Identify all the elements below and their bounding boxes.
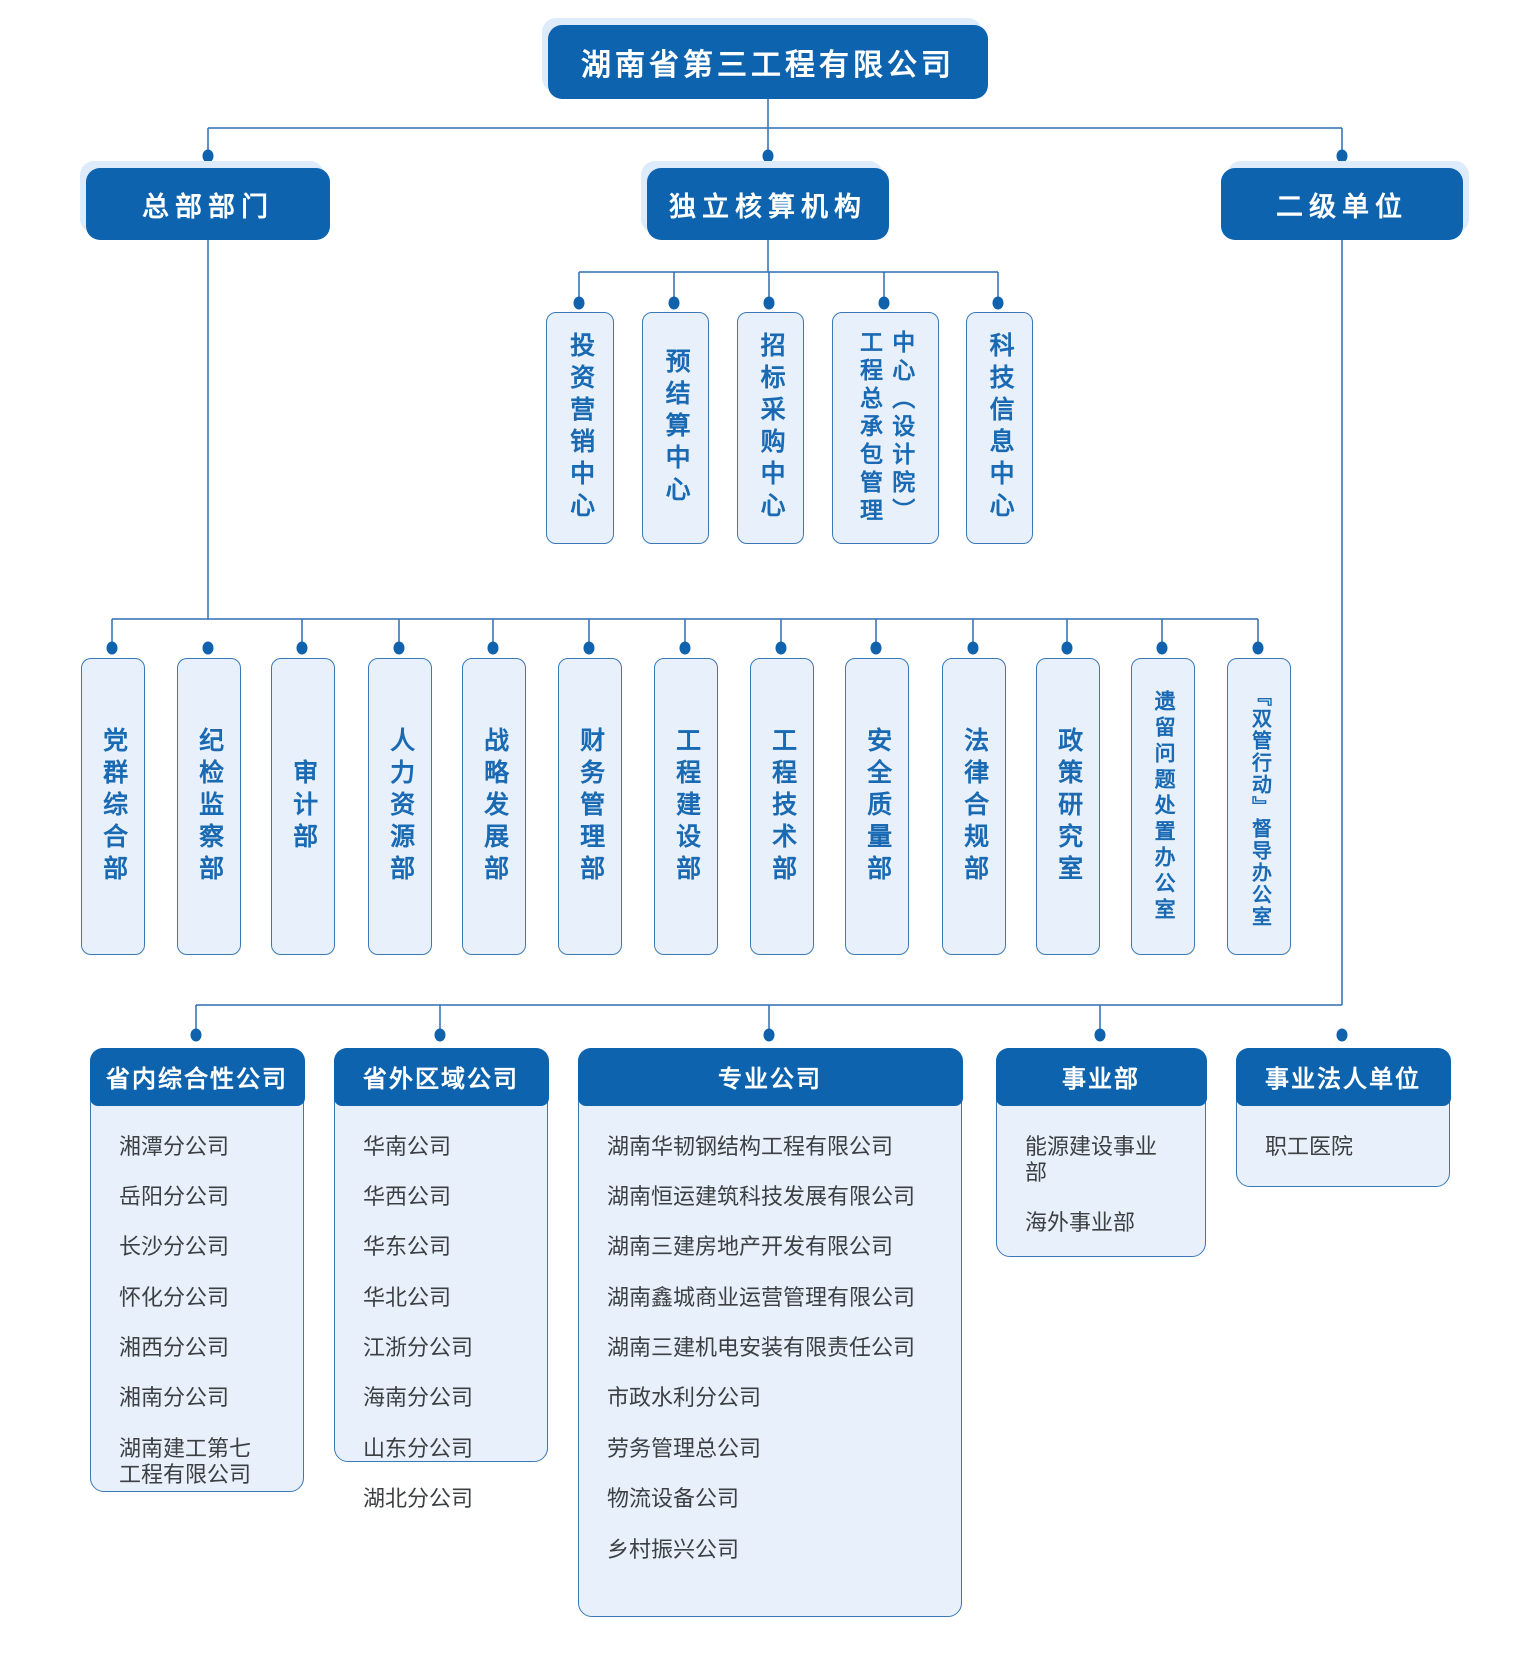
hq-department-box: 安全质量部 [845,658,909,955]
group-item: 能源建设事业部 [1025,1133,1158,1185]
hq-department-box: 『双管行动』督导办公室 [1227,658,1291,955]
group-item-list: 湘潭分公司 岳阳分公司 长沙分公司 怀化分公司 湘西分公司 湘南分公司 湖南建工… [91,1106,303,1509]
group-title: 省外区域公司 [363,1066,519,1093]
group-item: 市政水利分公司 [607,1385,762,1411]
group-card-header: 事业法人单位 [1235,1047,1451,1106]
group-item-list: 华南公司 华西公司 华东公司 华北公司 江浙分公司 海南分公司 山东分公司 湖北… [335,1106,547,1533]
group-item: 湖南鑫城商业运营管理有限公司 [607,1284,916,1310]
group-item: 华东公司 [363,1234,452,1260]
hq-department-label: 人力资源部 [386,726,415,887]
company-root-label: 湖南省第三工程有限公司 [581,49,955,82]
group-card-header: 事业部 [995,1047,1207,1106]
independent-unit-label: 预结算中心 [662,348,691,508]
hq-department-box: 财务管理部 [558,658,622,955]
group-card-regional: 省外区域公司 华南公司 华西公司 华东公司 华北公司 江浙分公司 海南分公司 山… [333,1047,549,1511]
branch-independent-accounting-label: 独立核算机构 [669,191,867,222]
hq-department-box: 党群综合部 [81,658,145,955]
independent-unit-box: 工程总承包管理 中心（设计院） [832,312,939,544]
hq-department-label: 工程建设部 [672,726,701,887]
independent-unit-box: 招标采购中心 [737,312,804,544]
group-item: 湖南三建机电安装有限责任公司 [607,1335,916,1361]
group-card-provincial: 省内综合性公司 湘潭分公司 岳阳分公司 长沙分公司 怀化分公司 湘西分公司 湘南… [89,1047,305,1492]
hq-department-box: 工程技术部 [750,658,814,955]
group-title: 专业公司 [718,1066,822,1093]
hq-department-box: 遗留问题处置办公室 [1131,658,1195,955]
branch-headquarters-box: 总部部门 [86,168,330,240]
group-card-header: 省内综合性公司 [89,1047,305,1106]
junction-dots [106,149,1348,1042]
group-item: 华西公司 [363,1183,452,1209]
hq-department-box: 纪检监察部 [177,658,241,955]
group-item: 长沙分公司 [119,1234,230,1260]
group-item: 劳务管理总公司 [607,1435,762,1461]
group-item-list: 职工医院 [1237,1106,1449,1180]
group-item: 湖南三建房地产开发有限公司 [607,1234,894,1260]
group-item: 海外事业部 [1025,1210,1136,1236]
group-title: 省内综合性公司 [106,1066,288,1093]
group-item: 乡村振兴公司 [607,1536,740,1562]
hq-department-label: 战略发展部 [480,726,509,887]
hq-department-label: 党群综合部 [99,726,128,887]
group-item: 华北公司 [363,1284,452,1310]
group-title: 事业法人单位 [1265,1066,1421,1093]
hq-department-box: 审计部 [271,658,335,955]
group-item: 海南分公司 [363,1385,474,1411]
hq-department-box: 工程建设部 [654,658,718,955]
group-item: 岳阳分公司 [119,1183,230,1209]
group-item: 华南公司 [363,1133,452,1159]
group-card-business-divisions: 事业部 能源建设事业部 海外事业部 [995,1047,1207,1257]
group-item: 物流设备公司 [607,1486,740,1512]
group-item: 怀化分公司 [119,1284,230,1310]
hq-department-box: 人力资源部 [368,658,432,955]
branch-independent-accounting-box: 独立核算机构 [647,168,889,240]
group-item: 山东分公司 [363,1435,474,1461]
independent-unit-box: 预结算中心 [642,312,709,544]
independent-unit-box: 科技信息中心 [966,312,1033,544]
group-item: 职工医院 [1265,1133,1354,1159]
hq-department-label: 安全质量部 [863,726,892,887]
hq-department-label: 政策研究室 [1054,726,1083,887]
hq-department-label: 遗留问题处置办公室 [1152,689,1176,924]
group-card-header: 省外区域公司 [333,1047,549,1106]
group-item: 湖南恒运建筑科技发展有限公司 [607,1183,916,1209]
hq-department-label: 纪检监察部 [195,726,224,887]
hq-department-label: 『双管行动』督导办公室 [1248,685,1271,928]
branch-secondary-units-box: 二级单位 [1221,168,1463,240]
hq-department-label: 财务管理部 [576,726,605,887]
branch-headquarters-label: 总部部门 [142,191,274,222]
group-item: 湘西分公司 [119,1335,230,1361]
group-title: 事业部 [1062,1066,1140,1093]
independent-unit-label: 招标采购中心 [757,332,786,524]
group-card-header: 专业公司 [577,1047,963,1106]
group-item: 湖南华韧钢结构工程有限公司 [607,1133,894,1159]
group-item: 湘潭分公司 [119,1133,230,1159]
group-item-list: 能源建设事业部 海外事业部 [997,1106,1205,1257]
branch-secondary-units-label: 二级单位 [1276,191,1408,222]
hq-department-box: 政策研究室 [1036,658,1100,955]
company-root-box: 湖南省第三工程有限公司 [548,25,988,99]
group-item: 湖北分公司 [363,1486,474,1512]
independent-unit-box: 投资营销中心 [546,312,614,544]
independent-unit-label: 科技信息中心 [986,332,1015,524]
hq-department-label: 工程技术部 [768,726,797,887]
group-item: 湘南分公司 [119,1385,230,1411]
group-item: 江浙分公司 [363,1335,474,1361]
group-item-list: 湖南华韧钢结构工程有限公司 湖南恒运建筑科技发展有限公司 湖南三建房地产开发有限… [579,1106,961,1584]
hq-department-label: 审计部 [289,758,318,855]
independent-unit-label: 投资营销中心 [566,332,595,524]
group-item: 湖南建工第七 工程有限公司 [119,1435,252,1488]
hq-department-label: 法律合规部 [960,726,989,887]
independent-unit-label: 工程总承包管理 中心（设计院） [856,330,915,526]
hq-department-box: 战略发展部 [462,658,526,955]
group-card-specialized: 专业公司 湖南华韧钢结构工程有限公司 湖南恒运建筑科技发展有限公司 湖南三建房地… [577,1047,963,1617]
hq-department-box: 法律合规部 [942,658,1006,955]
group-card-legal-entities: 事业法人单位 职工医院 [1235,1047,1451,1187]
